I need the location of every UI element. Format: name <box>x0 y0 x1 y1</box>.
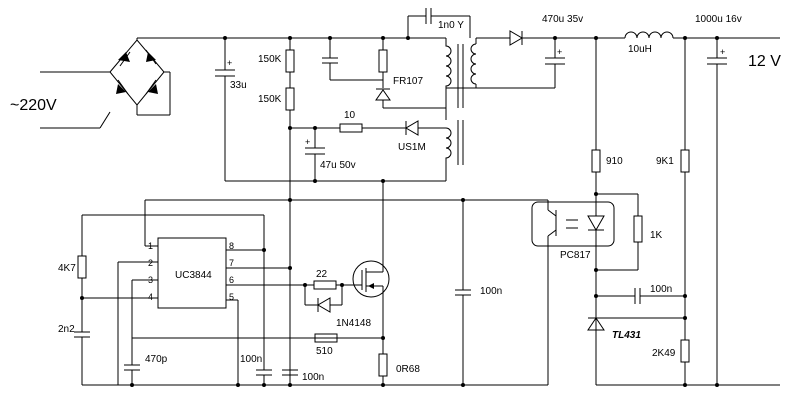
svg-text:+: + <box>720 47 725 57</box>
ic-pin-8: 8 <box>229 241 234 251</box>
gate-r-label: 22 <box>316 269 328 280</box>
fb-cap-label: 100n <box>650 284 672 295</box>
c-vcc2-label: 100n <box>302 372 324 383</box>
timing-network <box>74 214 265 385</box>
bridge-rectifier <box>109 38 171 115</box>
vcc-cap-label: 47u 50v <box>320 160 356 171</box>
svg-text:+: + <box>305 137 310 147</box>
snubber-diode-label: FR107 <box>393 76 423 87</box>
startup-r1-label: 150K <box>258 54 282 65</box>
tl431-label: TL431 <box>612 330 641 341</box>
startup-resistors <box>285 38 295 385</box>
ic-pin-wires <box>82 245 305 385</box>
output-section: + + <box>476 30 780 385</box>
mosfet <box>352 181 390 354</box>
r4k7-label: 4K7 <box>58 263 76 274</box>
output-inductor-label: 10uH <box>628 44 652 55</box>
output-cap1-label: 470u 35v <box>542 14 583 25</box>
sense-r-label: 0R68 <box>396 364 420 375</box>
decoupling-caps <box>256 369 298 385</box>
input-voltage-label: ~220V <box>10 97 57 114</box>
r2k49-label: 2K49 <box>652 348 676 359</box>
output-cap2-label: 1000u 16v <box>695 14 742 25</box>
transformer <box>445 38 477 181</box>
aux-resistor-label: 10 <box>344 110 356 121</box>
r9k1-label: 9K1 <box>656 156 674 167</box>
svg-text:+: + <box>557 47 562 57</box>
ac-input-wires <box>40 71 111 129</box>
ic-pin-4: 4 <box>148 292 153 302</box>
feedback-network <box>587 38 780 386</box>
ic-pin-5: 5 <box>229 292 234 302</box>
junction-dots <box>80 36 719 387</box>
cs-r-label: 510 <box>316 346 333 357</box>
comp-cap-label: 100n <box>480 286 502 297</box>
output-voltage-label: 12 V <box>748 53 781 70</box>
ic-pin-6: 6 <box>229 275 234 285</box>
c2n2-label: 2n2 <box>58 324 75 335</box>
c-vref-label: 100n <box>240 354 262 365</box>
aux-supply: + <box>290 120 446 181</box>
svg-text:+: + <box>227 58 232 68</box>
ic-name-label: UC3844 <box>175 270 212 281</box>
snubber-network <box>322 38 446 109</box>
comp-capacitor <box>455 200 471 385</box>
aux-diode-label: US1M <box>398 142 426 153</box>
r910-label: 910 <box>606 156 623 167</box>
c470p <box>124 337 383 385</box>
bulk-cap-label: 33u <box>230 80 247 91</box>
y-capacitor <box>407 8 471 38</box>
startup-r2-label: 150K <box>258 94 282 105</box>
c470p-label: 470p <box>145 354 168 365</box>
optocoupler-label: PC817 <box>560 250 591 261</box>
r1k-label: 1K <box>650 230 663 241</box>
optocoupler <box>531 194 615 385</box>
ic-pin-2: 2 <box>148 258 153 268</box>
ic-pin-7: 7 <box>229 258 234 268</box>
y-cap-label: 1n0 Y <box>438 20 464 31</box>
gate-drive <box>304 280 355 313</box>
gate-diode-label: 1N4148 <box>336 318 371 329</box>
bulk-capacitor: + <box>215 38 235 115</box>
uc3844-ic <box>157 237 227 309</box>
